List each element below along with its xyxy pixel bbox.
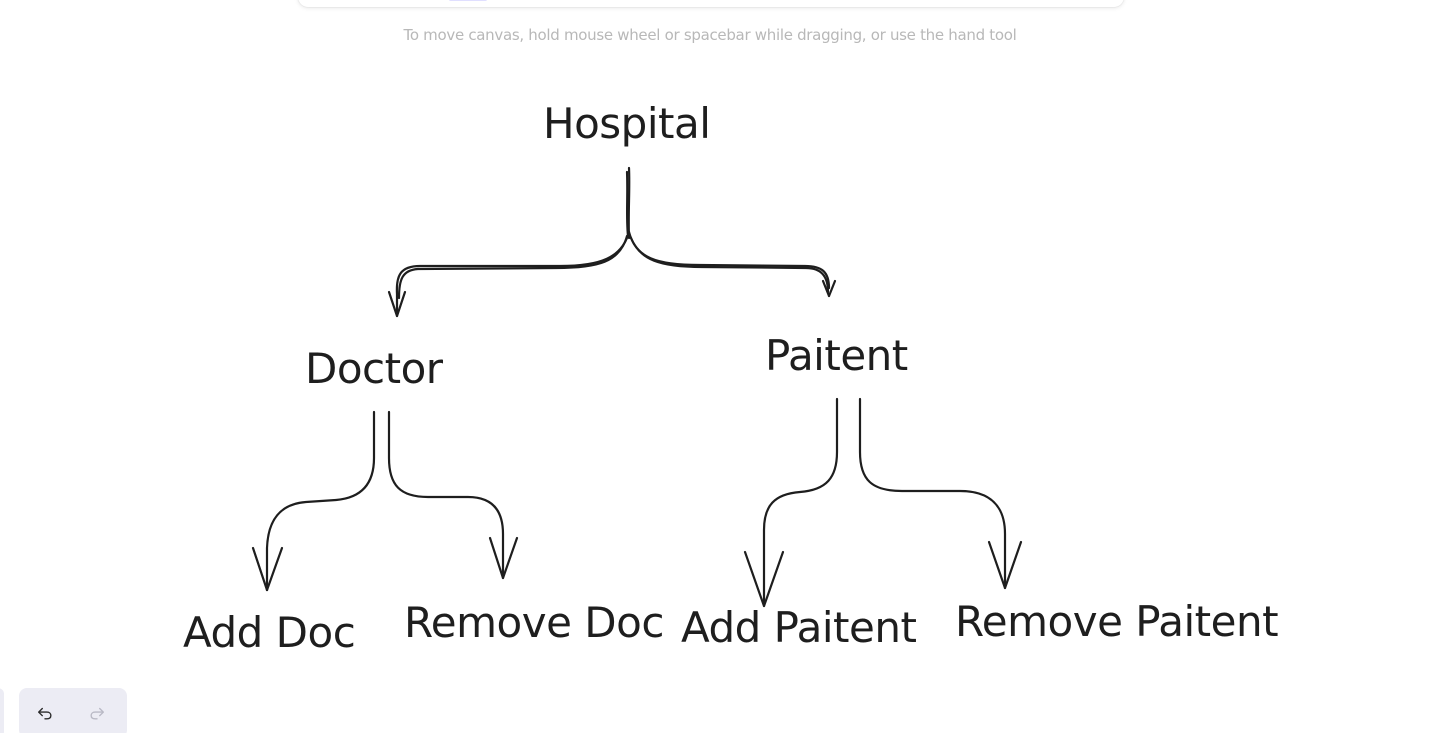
main-toolbar[interactable]: [298, 0, 1124, 7]
active-tool-indicator: [449, 0, 487, 1]
node-doctor[interactable]: Doctor: [305, 344, 443, 393]
arrow-hospital-to-doctor-double: [397, 234, 629, 300]
history-controls: [19, 688, 127, 733]
arrowhead-remove-doc-left: [488, 536, 505, 580]
redo-button[interactable]: [71, 688, 123, 733]
arrowhead-paitent-left: [821, 279, 831, 298]
arrow-hospital-to-doctor: [395, 230, 631, 316]
arrow-hospital-trunk: [627, 166, 631, 240]
arrow-paitent-to-add-paitent: [762, 397, 839, 606]
arrow-paitent-to-remove-paitent: [858, 397, 1007, 588]
node-add-paitent[interactable]: Add Paitent: [681, 603, 917, 652]
node-remove-doc[interactable]: Remove Doc: [404, 598, 664, 647]
arrowhead-remove-paitent-left: [987, 540, 1007, 590]
node-add-doc[interactable]: Add Doc: [183, 608, 356, 657]
arrow-hospital-to-paitent-double: [629, 236, 830, 294]
arrowhead-add-paitent-left: [743, 550, 766, 608]
node-paitent[interactable]: Paitent: [765, 331, 908, 380]
undo-button[interactable]: [19, 688, 71, 733]
arrow-doctor-to-add-doc: [265, 410, 376, 592]
arrowhead-remove-doc-right: [501, 536, 519, 580]
arrowhead-add-paitent-right: [762, 550, 785, 608]
zoom-controls-edge[interactable]: [0, 688, 4, 733]
node-remove-paitent[interactable]: Remove Paitent: [955, 597, 1279, 646]
arrow-doctor-to-remove-doc: [387, 410, 505, 578]
arrowhead-doctor-left: [387, 290, 399, 318]
arrowhead-paitent-right: [827, 279, 837, 298]
arrow-hospital-trunk-double: [625, 170, 630, 238]
arrowhead-add-doc-left: [251, 546, 269, 592]
node-hospital[interactable]: Hospital: [543, 99, 711, 148]
undo-icon: [38, 707, 52, 720]
arrowhead-add-doc-right: [265, 546, 284, 592]
redo-icon: [90, 707, 104, 720]
arrowhead-remove-paitent-right: [1003, 540, 1023, 590]
arrow-hospital-to-paitent: [627, 230, 831, 290]
arrowhead-doctor-right: [395, 290, 407, 318]
canvas-hint: To move canvas, hold mouse wheel or spac…: [403, 26, 1017, 44]
